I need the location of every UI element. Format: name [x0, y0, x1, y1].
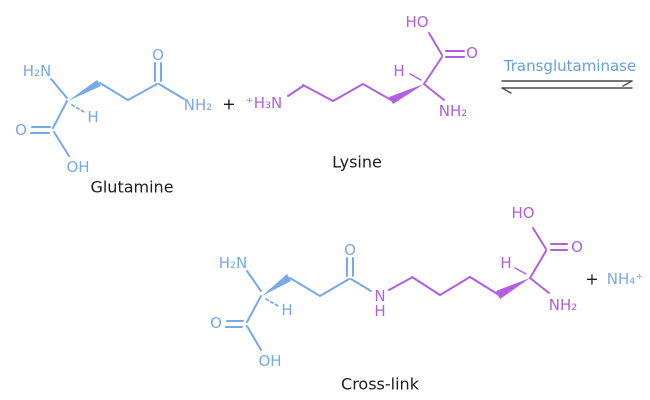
crosslink-lys-amine-label: NH₂ — [549, 296, 578, 314]
equilibrium-arrow-forward-barb — [622, 80, 633, 87]
lysine-acid-ho-label: HO — [405, 13, 428, 31]
crosslink-lys-alpha-h-bond — [514, 267, 527, 275]
crosslink-lysine-residue: N H H NH₂ HO O — [374, 204, 583, 320]
lysine-alpha-h-label: H — [393, 62, 404, 80]
lysine-acid-o-label: O — [466, 44, 478, 62]
crosslink-gln-bond-n-alpha — [246, 270, 262, 292]
crosslink-gln-dashed-h-bond — [265, 298, 281, 308]
crosslink-lys-bond-c2-c3 — [439, 276, 471, 296]
lysine-bond-alpha-amine — [423, 83, 445, 101]
equilibrium-arrow-reverse-barb — [501, 87, 512, 94]
crosslink-lys-bond-c-oh — [532, 227, 547, 250]
lysine-bond-c1-c2 — [302, 84, 334, 102]
crosslink-gln-bond-c-oh — [246, 325, 262, 351]
crosslink-structure: H₂N O H O OH N H H — [210, 204, 583, 394]
crosslink-glutamine-residue: H₂N O H O OH — [210, 241, 372, 370]
glutamine-bond-n-alpha — [50, 78, 68, 99]
glutamine-bond-c-amide — [158, 83, 185, 100]
crosslink-gln-bond-c2-c3 — [319, 278, 350, 297]
lysine-bond-c2-c3 — [332, 83, 364, 102]
glutamine-acid-o-label: O — [15, 121, 27, 139]
crosslink-lys-bond-n-c1 — [388, 277, 412, 291]
lysine-amine-label: NH₂ — [439, 102, 468, 120]
equilibrium-arrows-icon — [501, 80, 633, 94]
crosslink-lys-bond-alpha-cooh — [529, 250, 547, 279]
crosslink-gln-alpha-h-label: H — [281, 301, 292, 319]
crosslink-amide-c-n-bond — [350, 278, 372, 292]
lysine-name-label: Lysine — [332, 153, 382, 172]
crosslink-gln-acid-o-label: O — [210, 314, 222, 332]
crosslink-lys-acid-o-label: O — [571, 238, 583, 256]
crosslink-lys-alpha-h-label: H — [500, 254, 511, 272]
crosslink-amide-h-label: H — [374, 302, 385, 320]
crosslink-name-label: Cross-link — [341, 375, 420, 394]
crosslink-lys-bond-c3-c4 — [469, 276, 500, 296]
crosslink-lys-bond-alpha-amine — [529, 277, 550, 294]
glutamine-amide-label: NH₂ — [184, 96, 213, 114]
enzyme-name-label: Transglutaminase — [503, 57, 636, 75]
lysine-wedge-bond — [389, 84, 424, 104]
crosslink-gln-acid-oh-label: OH — [258, 352, 281, 370]
glutamine-bond-c-oh — [53, 131, 70, 157]
glutamine-wedge-bond — [68, 80, 101, 101]
glutamine-carbonyl-o-label: O — [152, 46, 164, 64]
lysine-bond-n-c1 — [287, 85, 304, 97]
glutamine-name-label: Glutamine — [90, 178, 173, 197]
glutamine-bond-c1-c2 — [99, 82, 129, 101]
crosslink-lys-bond-c1-c2 — [411, 276, 441, 296]
crosslink-amide-n-label: N — [374, 287, 385, 305]
glutamine-bond-c2-c3 — [127, 83, 158, 101]
crosslink-lys-acid-ho-label: HO — [511, 204, 534, 222]
lysine-bond-c3-c4 — [362, 83, 392, 101]
plus-sign-products: + — [585, 270, 598, 289]
ammonium-ion-label: NH₄⁺ — [607, 270, 643, 288]
crosslink-gln-bond-alpha-cooh — [246, 295, 262, 323]
glutamine-dashed-h-bond — [71, 104, 87, 114]
crosslink-gln-wedge-bond — [262, 274, 291, 296]
enzyme-section: Transglutaminase — [501, 57, 636, 94]
glutamine-acid-oh-label: OH — [66, 158, 89, 176]
glutamine-bond-alpha-cooh — [52, 100, 68, 129]
lysine-bond-c-oh — [428, 32, 443, 56]
crosslink-gln-bond-c1-c2 — [289, 277, 321, 297]
lysine-structure: ⁺H₃N H NH₂ HO O Lysine — [246, 13, 478, 172]
lysine-bond-alpha-cooh — [423, 56, 443, 85]
glutamine-alpha-h-label: H — [87, 108, 98, 126]
plus-sign-reactants: + — [222, 95, 235, 114]
crosslink-gln-carbonyl-o-label: O — [344, 241, 356, 259]
lysine-ammonium-label: ⁺H₃N — [246, 94, 282, 112]
crosslink-lys-wedge-bond — [496, 278, 530, 299]
glutamine-amine-label: H₂N — [23, 62, 52, 80]
lysine-alpha-h-bond — [409, 73, 422, 81]
crosslink-gln-amine-label: H₂N — [219, 254, 248, 272]
glutamine-structure: H₂N O NH₂ H O OH Glutamine — [15, 46, 212, 197]
